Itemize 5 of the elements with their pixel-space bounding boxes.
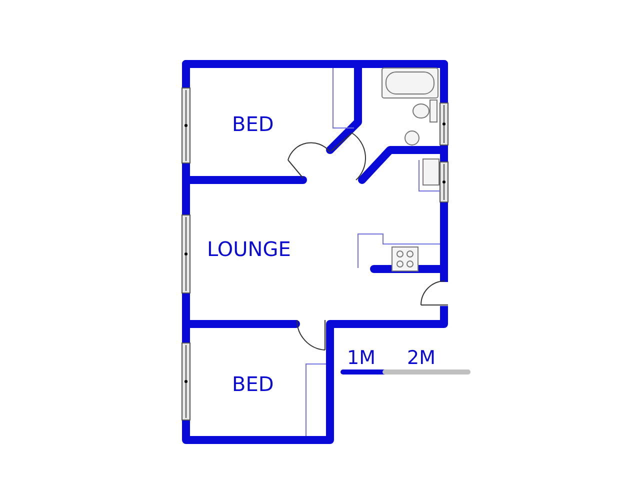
room-label: LOUNGE [207,239,291,259]
room-label: BED [232,374,274,394]
scale-label: 1M [347,349,376,368]
scale-label: 2M [407,349,436,368]
room-label: BED [232,114,274,134]
